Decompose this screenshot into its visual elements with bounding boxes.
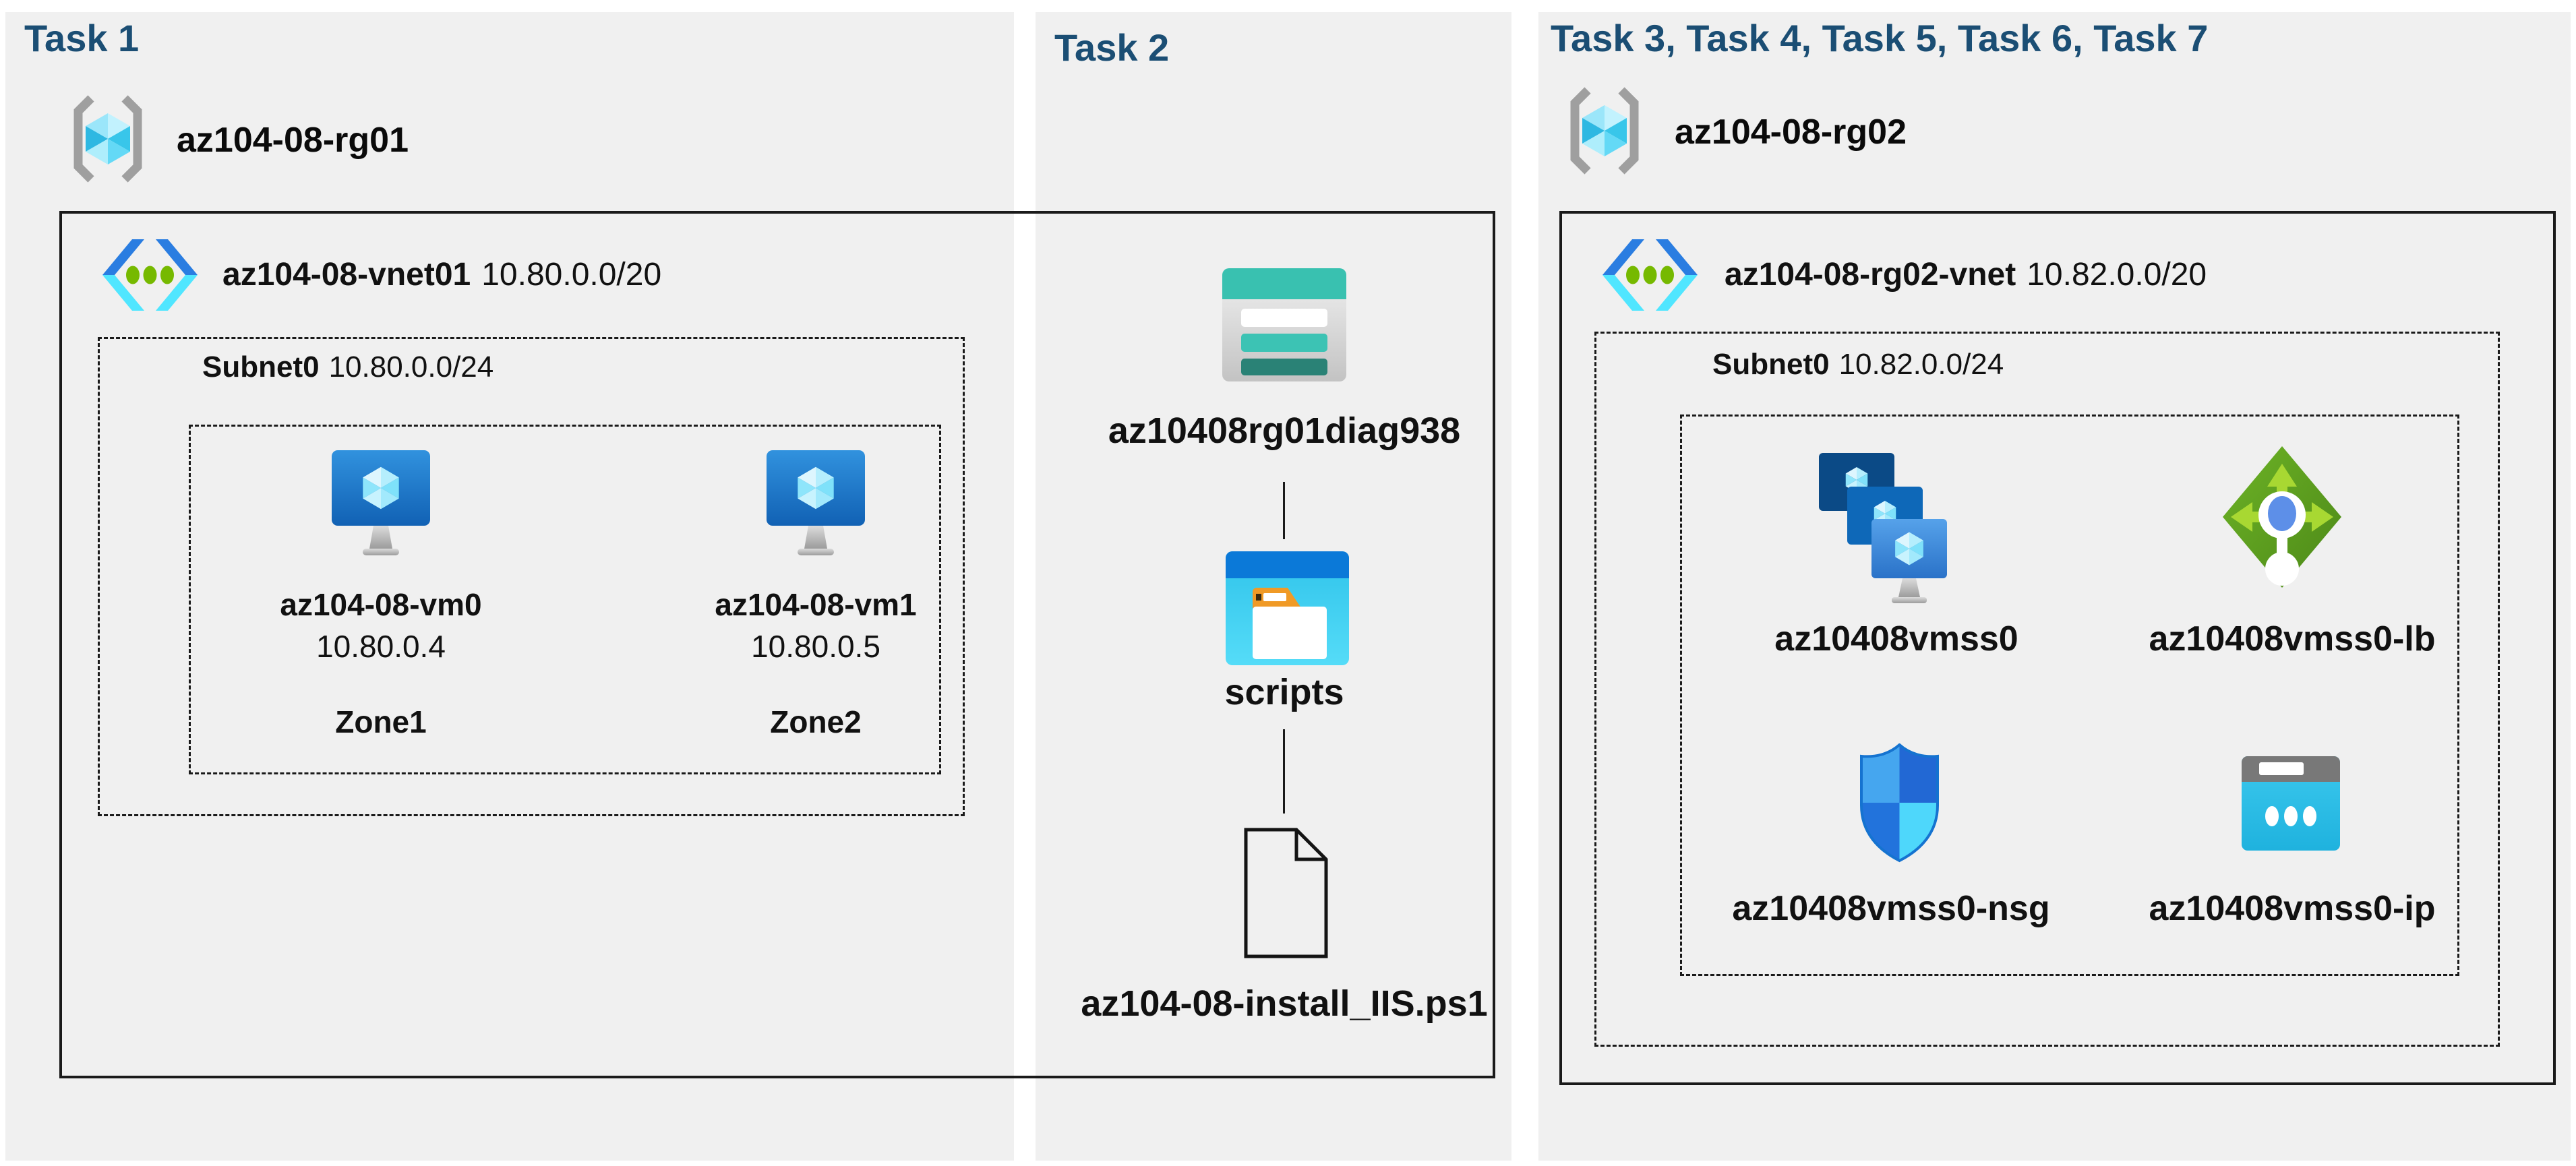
vnet-label: az104-08-rg02-vnet 10.82.0.0/20 [1725, 256, 2207, 293]
public-ip-icon [2242, 756, 2340, 851]
vm-name: az104-08-vm0 [280, 587, 482, 622]
connector-line [1283, 729, 1285, 814]
vnet2-box [1559, 211, 2556, 1085]
vm-zone: Zone2 [770, 704, 862, 739]
vm-group-box [189, 425, 941, 774]
vnet-cidr: 10.80.0.0/20 [481, 257, 662, 293]
vm-ip: 10.80.0.5 [751, 629, 880, 664]
vmss-group-box [1680, 415, 2459, 976]
connector-line [1283, 482, 1285, 539]
vnet-name: az104-08-rg02-vnet [1725, 257, 2016, 293]
script-file-name: az104-08-install_IIS.ps1 [1081, 983, 1488, 1024]
vm-icon [332, 450, 430, 555]
vmss-icon [1819, 453, 1947, 603]
subnet2-box [1594, 332, 2500, 1047]
public-ip-name: az10408vmss0-ip [2149, 889, 2436, 928]
vm-ip: 10.80.0.4 [316, 629, 446, 664]
task1-panel [5, 12, 1014, 1161]
vm-zone: Zone1 [335, 704, 427, 739]
task1-title: Task 1 [24, 17, 140, 59]
nsg-name: az10408vmss0-nsg [1732, 889, 2050, 928]
vnet-label: az104-08-vnet01 10.80.0.0/20 [222, 256, 661, 293]
resource-group-name: az104-08-rg02 [1675, 113, 1907, 152]
task3-panel [1538, 12, 2571, 1161]
storage-account-icon [1222, 268, 1346, 381]
subnet-name: Subnet0 [202, 350, 320, 383]
subnet-cidr: 10.80.0.0/24 [328, 350, 494, 383]
vnet-cidr: 10.82.0.0/20 [2027, 257, 2207, 293]
container-name: scripts [1224, 672, 1344, 712]
task3-title: Task 3, Task 4, Task 5, Task 6, Task 7 [1551, 17, 2209, 59]
vnet-name: az104-08-vnet01 [222, 257, 471, 293]
task2-title: Task 2 [1054, 26, 1170, 69]
vnet1-box [59, 211, 1495, 1078]
resource-group-icon [1570, 87, 1639, 175]
resource-group-name: az104-08-rg01 [177, 121, 409, 160]
vm-name: az104-08-vm1 [715, 587, 917, 622]
file-icon [1244, 828, 1328, 958]
subnet-cidr: 10.82.0.0/24 [1838, 348, 2004, 381]
vm-icon [767, 450, 865, 555]
load-balancer-icon [2223, 446, 2341, 588]
vmss-name: az10408vmss0 [1774, 619, 2018, 658]
subnet-name: Subnet0 [1712, 348, 1830, 381]
nsg-shield-icon [1860, 743, 1939, 863]
load-balancer-name: az10408vmss0-lb [2149, 619, 2436, 658]
subnet1-box [98, 337, 965, 816]
storage-account-name: az10408rg01diag938 [1108, 410, 1461, 451]
virtual-network-icon [102, 239, 198, 311]
virtual-network-icon [1602, 239, 1698, 311]
folder-icon [1226, 551, 1349, 665]
resource-group-icon [73, 95, 142, 183]
